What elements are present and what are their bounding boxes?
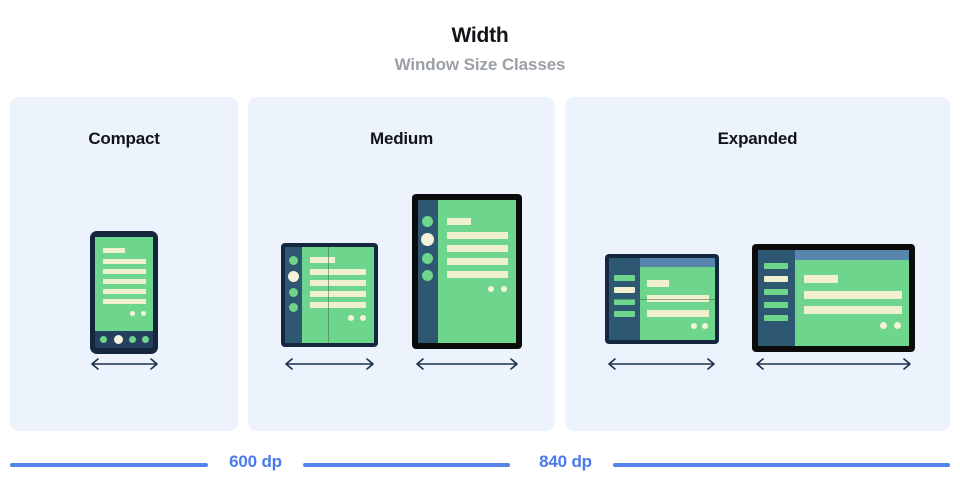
content-line: [647, 310, 709, 317]
content-line: [804, 306, 902, 314]
page-title: Width: [451, 24, 509, 47]
width-arrow-tablet-portrait: [412, 357, 522, 377]
content-line: [103, 248, 125, 253]
fab-dot: [360, 315, 366, 321]
nav-item: [764, 315, 788, 321]
tablet-landscape-screen: [795, 250, 909, 346]
tablet-portrait-screen: [438, 200, 516, 343]
content-line: [447, 232, 508, 239]
fab-dot: [880, 322, 887, 329]
content-line: [647, 280, 669, 287]
content-line: [103, 279, 146, 284]
app-top-bar: [795, 250, 909, 260]
foldable-portrait-screen: [302, 247, 374, 343]
page-subtitle: Window Size Classes: [394, 55, 566, 74]
width-arrow-foldable-landscape: [604, 357, 719, 377]
scale-rule-middle: [303, 463, 510, 467]
content-line: [447, 258, 508, 265]
scale-rule-left: [10, 463, 208, 467]
nav-item-selected: [764, 276, 788, 282]
nav-item-selected: [288, 271, 299, 282]
content-line: [447, 271, 508, 278]
content-line: [804, 275, 838, 283]
device-phone-portrait: [90, 231, 158, 354]
content-line: [310, 269, 366, 275]
fab-dot: [348, 315, 354, 321]
nav-item: [422, 270, 433, 281]
fab-dot: [894, 322, 901, 329]
nav-item: [614, 299, 635, 305]
fold-crease: [609, 299, 715, 300]
nav-item-selected: [114, 335, 123, 344]
width-arrow-foldable-portrait: [281, 357, 378, 377]
nav-item-selected: [614, 287, 635, 293]
nav-item: [129, 336, 136, 343]
fab-dot: [702, 323, 708, 329]
content-line: [103, 289, 146, 294]
nav-item: [422, 216, 433, 227]
device-tablet-landscape: [752, 244, 915, 352]
content-line: [103, 259, 146, 264]
content-line: [310, 280, 366, 286]
nav-item: [289, 256, 298, 265]
app-top-bar: [640, 258, 715, 267]
device-foldable-portrait: [281, 243, 378, 347]
nav-drawer: [758, 250, 795, 346]
content-line: [103, 269, 146, 274]
fold-crease: [328, 247, 329, 343]
breakpoint-label-840: 840 dp: [539, 452, 592, 471]
nav-rail: [418, 200, 438, 343]
content-line: [804, 291, 902, 299]
phone-bottom-nav: [95, 331, 153, 348]
panel-title-compact: Compact: [88, 129, 160, 148]
nav-item: [614, 311, 635, 317]
width-arrow-tablet-landscape: [752, 357, 915, 377]
fab-dot: [501, 286, 507, 292]
nav-item: [289, 303, 298, 312]
fab-dot: [488, 286, 494, 292]
phone-screen: [95, 237, 153, 331]
nav-item: [289, 288, 298, 297]
fab-dot: [130, 311, 135, 316]
fab-dot: [141, 311, 146, 316]
nav-rail: [285, 247, 302, 343]
content-line: [103, 299, 146, 304]
nav-item: [614, 275, 635, 281]
content-line: [310, 291, 366, 297]
content-line: [647, 295, 709, 302]
breakpoint-label-600: 600 dp: [229, 452, 282, 471]
panel-title-expanded: Expanded: [717, 129, 798, 148]
nav-item: [142, 336, 149, 343]
device-foldable-landscape: [605, 254, 719, 344]
device-tablet-portrait: [412, 194, 522, 349]
content-line: [310, 257, 335, 263]
panel-title-medium: Medium: [369, 129, 434, 148]
nav-item: [422, 253, 433, 264]
width-arrow-compact: [87, 357, 162, 377]
nav-item: [100, 336, 107, 343]
content-line: [447, 245, 508, 252]
content-line: [447, 218, 471, 225]
scale-rule-right: [613, 463, 950, 467]
nav-item: [764, 289, 788, 295]
fab-dot: [691, 323, 697, 329]
nav-item: [764, 263, 788, 269]
content-line: [310, 302, 366, 308]
nav-item-selected: [421, 233, 434, 246]
nav-item: [764, 302, 788, 308]
